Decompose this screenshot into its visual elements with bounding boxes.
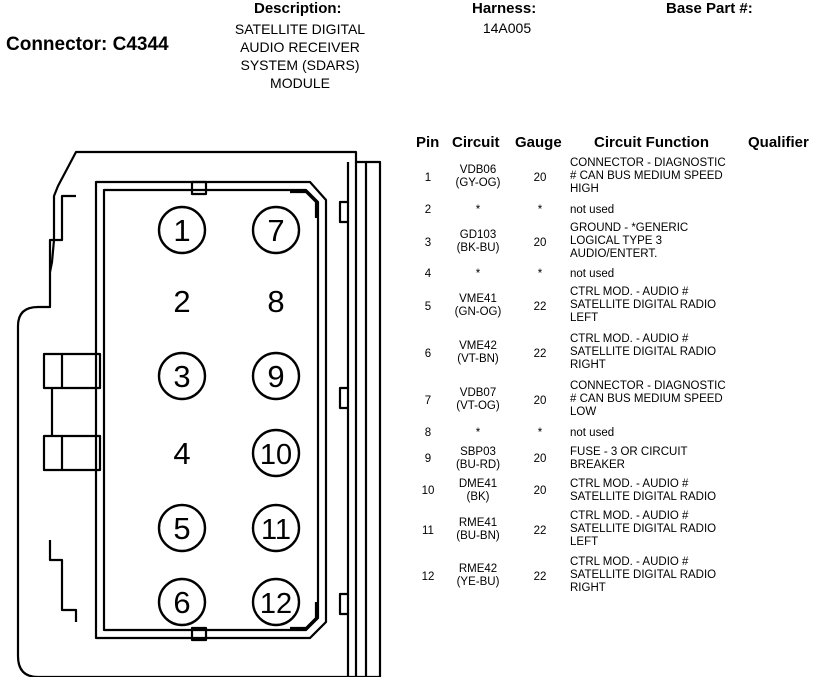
circuit-function: not used — [570, 427, 615, 439]
wire-gauge: 22 — [533, 348, 547, 360]
wire-gauge: 22 — [533, 571, 547, 583]
pin-label: 11 — [261, 514, 291, 546]
wire-gauge: * — [537, 427, 543, 439]
base-part-label: Base Part #: — [666, 0, 753, 17]
circuit-function: CTRL MOD. - AUDIO # SATELLITE DIGITAL RA… — [570, 510, 717, 548]
col-header-circuit-function: Circuit Function — [594, 134, 709, 151]
pin-5: 5 — [157, 503, 207, 553]
pin-circle — [251, 351, 301, 401]
pin-number: 4 — [424, 268, 432, 280]
wire-gauge: * — [537, 204, 543, 216]
wire-gauge: 20 — [533, 395, 547, 407]
circuit-function: CTRL MOD. - AUDIO # SATELLITE DIGITAL RA… — [570, 286, 717, 324]
circuit-function: GROUND - *GENERIC LOGICAL TYPE 3 AUDIO/E… — [570, 222, 689, 260]
connector-title: Connector: C4344 — [6, 34, 169, 55]
circuit-code: RME42 (YE-BU) — [456, 563, 500, 588]
pin-number: 9 — [424, 453, 432, 465]
pin-circle — [251, 577, 301, 627]
circuit-code: VME42 (VT-BN) — [457, 340, 499, 365]
circuit-code: DME41 (BK) — [458, 478, 498, 503]
circuit-code: VDB06 (GY-OG) — [455, 164, 501, 189]
circuit-function: not used — [570, 204, 615, 216]
circuit-function: CTRL MOD. - AUDIO # SATELLITE DIGITAL RA… — [570, 478, 717, 503]
circuit-code: * — [475, 204, 481, 216]
pin-circle — [251, 428, 301, 478]
wire-gauge: 20 — [533, 172, 547, 184]
pin-circle — [157, 205, 207, 255]
circuit-function: FUSE - 3 OR CIRCUIT BREAKER — [570, 446, 688, 471]
pin-circle — [251, 503, 301, 553]
pin-4: 4 — [173, 436, 190, 471]
wire-gauge: 20 — [533, 485, 547, 497]
pin-label: 6 — [173, 585, 190, 620]
pin-layer: 1 7 2 8 3 9 4 10 5 11 6 12 — [157, 205, 301, 627]
pin-circle — [157, 351, 207, 401]
pin-circle — [157, 577, 207, 627]
pin-number: 10 — [421, 485, 435, 497]
circuit-code: GD103 (BK-BU) — [456, 229, 500, 254]
pin-12: 12 — [251, 577, 301, 627]
pin-label: 5 — [173, 511, 190, 546]
pin-10: 10 — [251, 428, 301, 478]
pin-label: 2 — [173, 284, 190, 319]
pin-1: 1 — [157, 205, 207, 255]
description-text: SATELLITE DIGITAL AUDIO RECEIVER SYSTEM … — [234, 21, 366, 91]
pin-8: 8 — [267, 284, 284, 319]
pin-label: 12 — [260, 588, 292, 620]
wire-gauge: 20 — [533, 237, 547, 249]
pin-7: 7 — [251, 205, 301, 255]
circuit-function: not used — [570, 268, 615, 280]
pin-3: 3 — [157, 351, 207, 401]
pin-label: 3 — [173, 359, 190, 394]
pin-2: 2 — [173, 284, 190, 319]
col-header-circuit: Circuit — [452, 134, 500, 151]
circuit-code: * — [475, 427, 481, 439]
circuit-function: CONNECTOR - DIAGNOSTIC # CAN BUS MEDIUM … — [570, 380, 726, 418]
pin-number: 8 — [424, 427, 432, 439]
wire-gauge: 22 — [533, 301, 547, 313]
pin-label: 10 — [260, 439, 292, 471]
pin-circle — [251, 205, 301, 255]
pin-9: 9 — [251, 351, 301, 401]
pin-number: 7 — [424, 395, 432, 407]
circuit-code: RME41 (BU-BN) — [456, 517, 500, 542]
wire-gauge: 22 — [533, 525, 547, 537]
circuit-function: CONNECTOR - DIAGNOSTIC # CAN BUS MEDIUM … — [570, 157, 726, 195]
pin-label: 4 — [173, 436, 190, 471]
pin-number: 6 — [424, 348, 432, 360]
harness-number: 14A005 — [482, 20, 532, 36]
col-header-gauge: Gauge — [515, 134, 562, 151]
pin-6: 6 — [157, 577, 207, 627]
col-header-qualifier: Qualifier — [748, 134, 809, 151]
col-header-pin: Pin — [416, 134, 440, 151]
connector-housing — [16, 150, 382, 677]
circuit-code: VME41 (GN-OG) — [454, 293, 502, 318]
wire-gauge: 20 — [533, 453, 547, 465]
pin-label: 9 — [267, 359, 284, 394]
pin-label: 8 — [267, 284, 284, 319]
pin-number: 2 — [424, 204, 432, 216]
circuit-function: CTRL MOD. - AUDIO # SATELLITE DIGITAL RA… — [570, 556, 717, 594]
pin-label: 7 — [267, 213, 284, 248]
description-label: Description: — [254, 0, 342, 17]
pin-number: 11 — [422, 525, 434, 537]
pin-11: 11 — [251, 503, 301, 553]
pin-number: 5 — [424, 301, 432, 313]
circuit-code: * — [475, 268, 481, 280]
pin-circle — [157, 503, 207, 553]
circuit-code: SBP03 (BU-RD) — [455, 446, 501, 471]
pin-number: 3 — [424, 237, 432, 249]
harness-label: Harness: — [472, 0, 537, 17]
connector-face-diagram: 1 7 2 8 3 9 4 10 5 11 6 12 — [16, 150, 382, 677]
pin-label: 1 — [173, 213, 190, 248]
pin-number: 12 — [421, 571, 435, 583]
circuit-code: VDB07 (VT-OG) — [456, 387, 500, 412]
circuit-function: CTRL MOD. - AUDIO # SATELLITE DIGITAL RA… — [570, 333, 717, 371]
wire-gauge: * — [537, 268, 543, 280]
pin-number: 1 — [424, 172, 432, 184]
